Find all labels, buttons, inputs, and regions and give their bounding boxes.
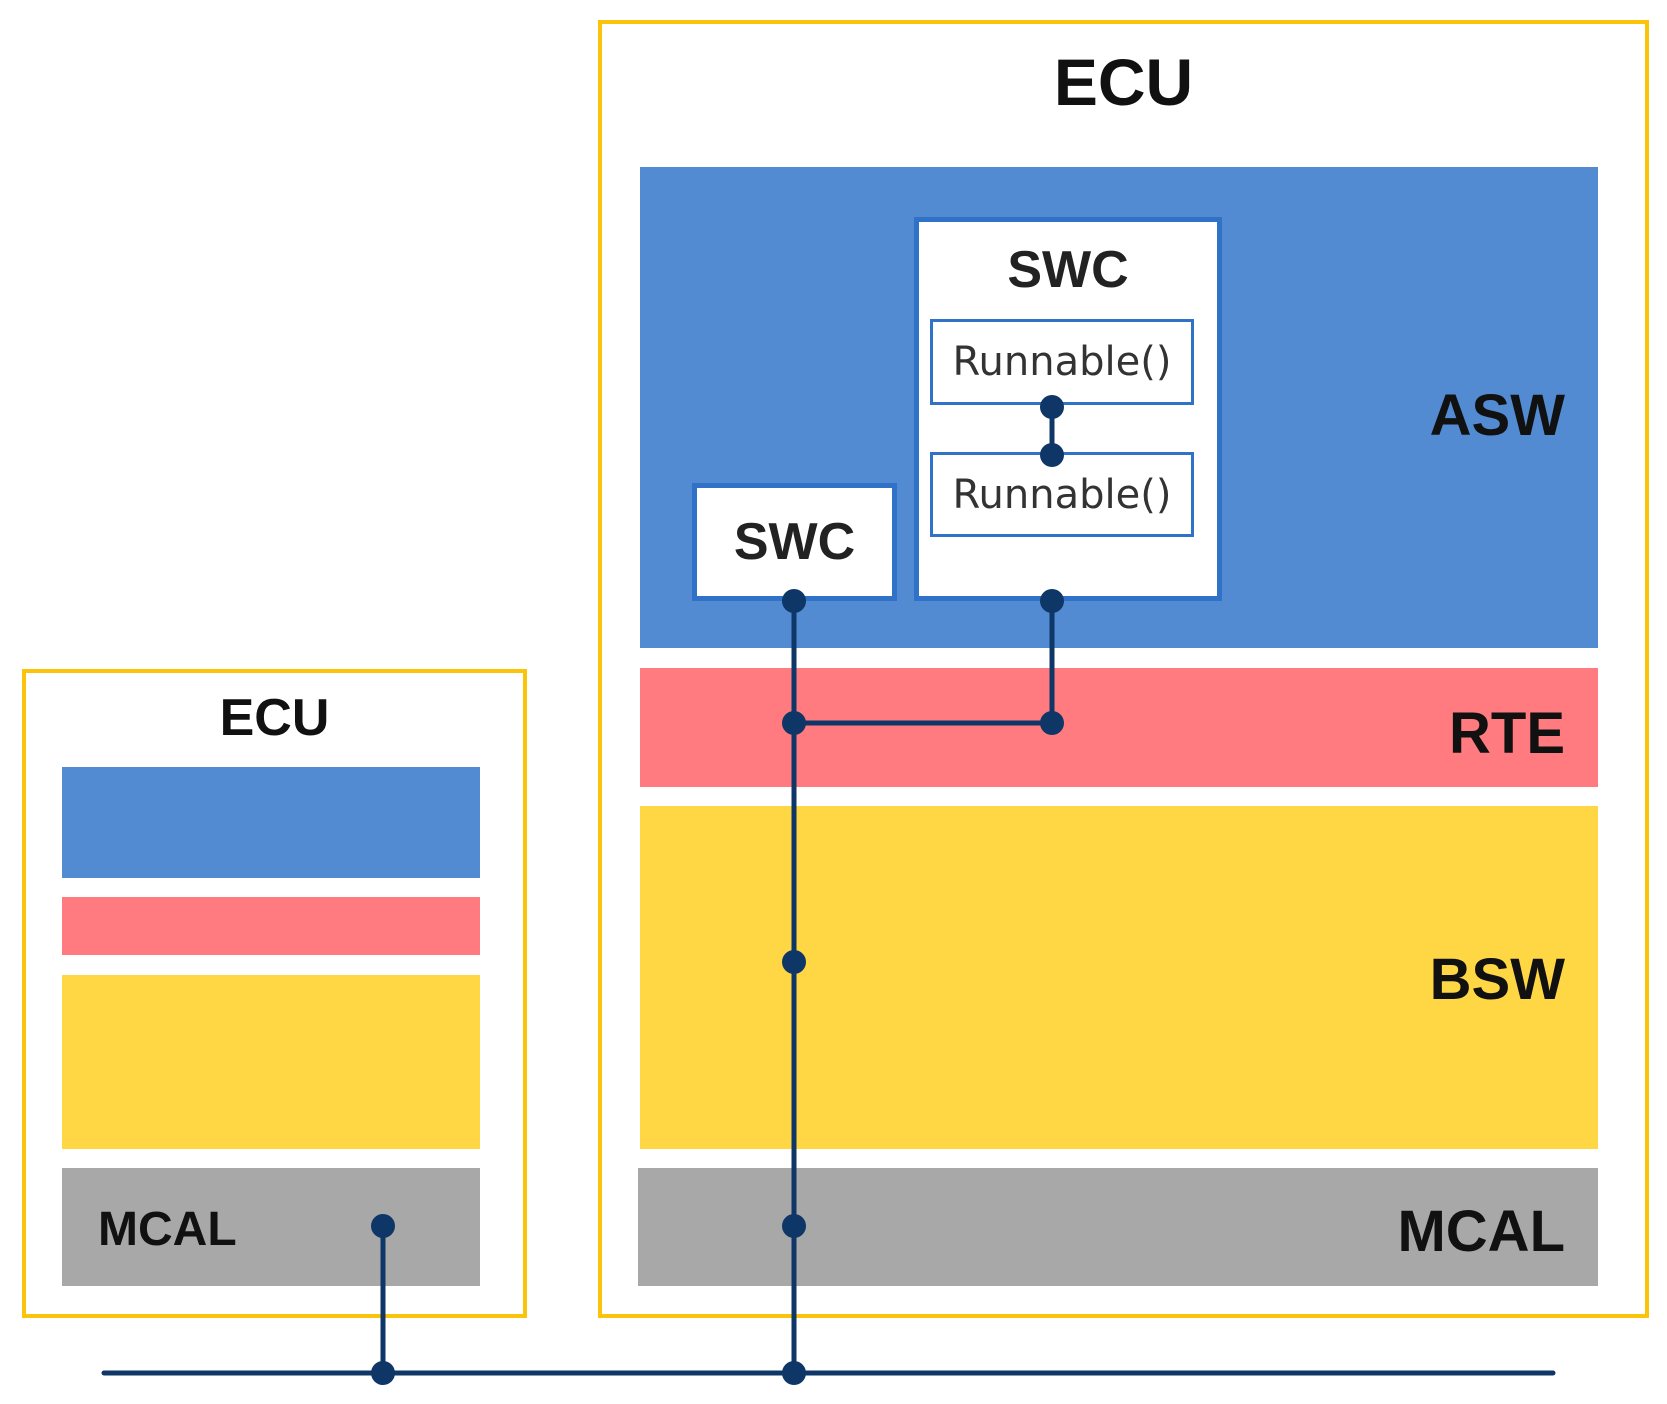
small-ecu-title: ECU bbox=[219, 689, 330, 747]
mcal-label: MCAL bbox=[1397, 1199, 1565, 1264]
node-rte-right bbox=[1040, 711, 1064, 735]
node-bus-left bbox=[371, 1361, 395, 1385]
asw-label: ASW bbox=[1429, 383, 1565, 448]
node-bsw bbox=[782, 950, 806, 974]
small-ecu-rte-layer bbox=[62, 897, 480, 955]
rte-label: RTE bbox=[1449, 701, 1565, 766]
node-mcal-large bbox=[782, 1214, 806, 1238]
node-runnable1-bottom bbox=[1040, 395, 1064, 419]
node-swc-small-port bbox=[782, 589, 806, 613]
small-ecu-mcal-layer bbox=[62, 1168, 480, 1286]
node-runnable2-top bbox=[1040, 443, 1064, 467]
node-swc-large-port bbox=[1040, 589, 1064, 613]
swc-small-title: SWC bbox=[733, 513, 856, 571]
swc-box-large bbox=[914, 217, 1222, 601]
node-bus-right bbox=[782, 1361, 806, 1385]
node-rte-left bbox=[782, 711, 806, 735]
bsw-layer bbox=[640, 806, 1598, 1149]
small-ecu-bsw-layer bbox=[62, 975, 480, 1149]
small-ecu-asw-layer bbox=[62, 767, 480, 878]
bsw-label: BSW bbox=[1429, 947, 1565, 1012]
large-ecu-title: ECU bbox=[1053, 45, 1194, 119]
runnable-2: Runnable() bbox=[930, 452, 1194, 537]
small-ecu-mcal-label: MCAL bbox=[98, 1203, 237, 1256]
node-mcal-small bbox=[371, 1214, 395, 1238]
swc-large-title: SWC bbox=[1007, 241, 1129, 299]
